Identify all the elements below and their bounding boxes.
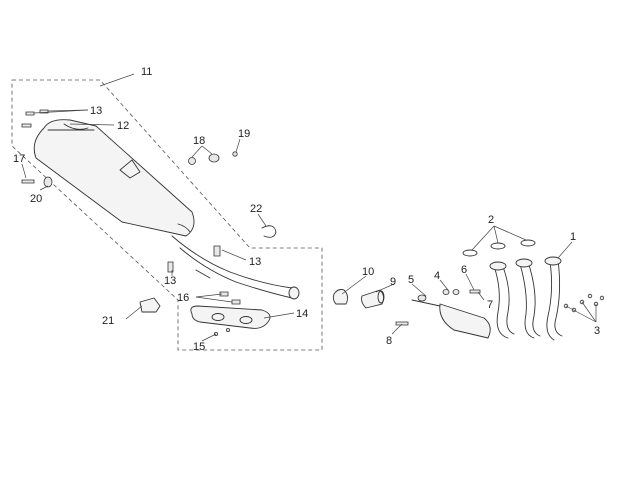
- callout-13-low: 13: [164, 275, 176, 287]
- callout-5: 5: [408, 274, 414, 286]
- callout-6: 6: [461, 264, 467, 276]
- clamp-and-sleeve: [332, 289, 385, 309]
- callout-4: 4: [434, 270, 440, 282]
- silencer-group-outline: [11, 79, 323, 351]
- callout-9: 9: [390, 276, 396, 288]
- callout-8: 8: [386, 335, 392, 347]
- callout-18: 18: [193, 135, 205, 147]
- silencer: [33, 119, 300, 300]
- callout-13-top: 13: [90, 105, 102, 117]
- callout-12: 12: [117, 120, 129, 132]
- callout-7: 7: [487, 299, 493, 311]
- callout-10: 10: [362, 266, 374, 278]
- callout-14: 14: [296, 308, 308, 320]
- callout-labels: 1 2 3 4 5 6 7 8 9 10 11 12 13 13 13 14 1…: [13, 66, 600, 353]
- exhaust-header: [395, 256, 563, 341]
- callout-19: 19: [238, 128, 250, 140]
- callout-11: 11: [141, 66, 152, 78]
- small-hardware: [21, 109, 277, 336]
- callout-20: 20: [30, 193, 42, 205]
- gaskets-and-nuts: [462, 239, 605, 313]
- heat-shield: [190, 305, 271, 329]
- callout-2: 2: [488, 214, 494, 226]
- leader-lines: [21, 73, 597, 342]
- callout-17: 17: [13, 153, 25, 165]
- callout-22: 22: [250, 203, 262, 215]
- callout-16: 16: [177, 292, 189, 304]
- callout-1: 1: [570, 231, 576, 243]
- callout-13-mid: 13: [249, 256, 261, 268]
- callout-3: 3: [594, 325, 600, 337]
- callout-15: 15: [193, 341, 205, 353]
- callout-21: 21: [102, 315, 114, 327]
